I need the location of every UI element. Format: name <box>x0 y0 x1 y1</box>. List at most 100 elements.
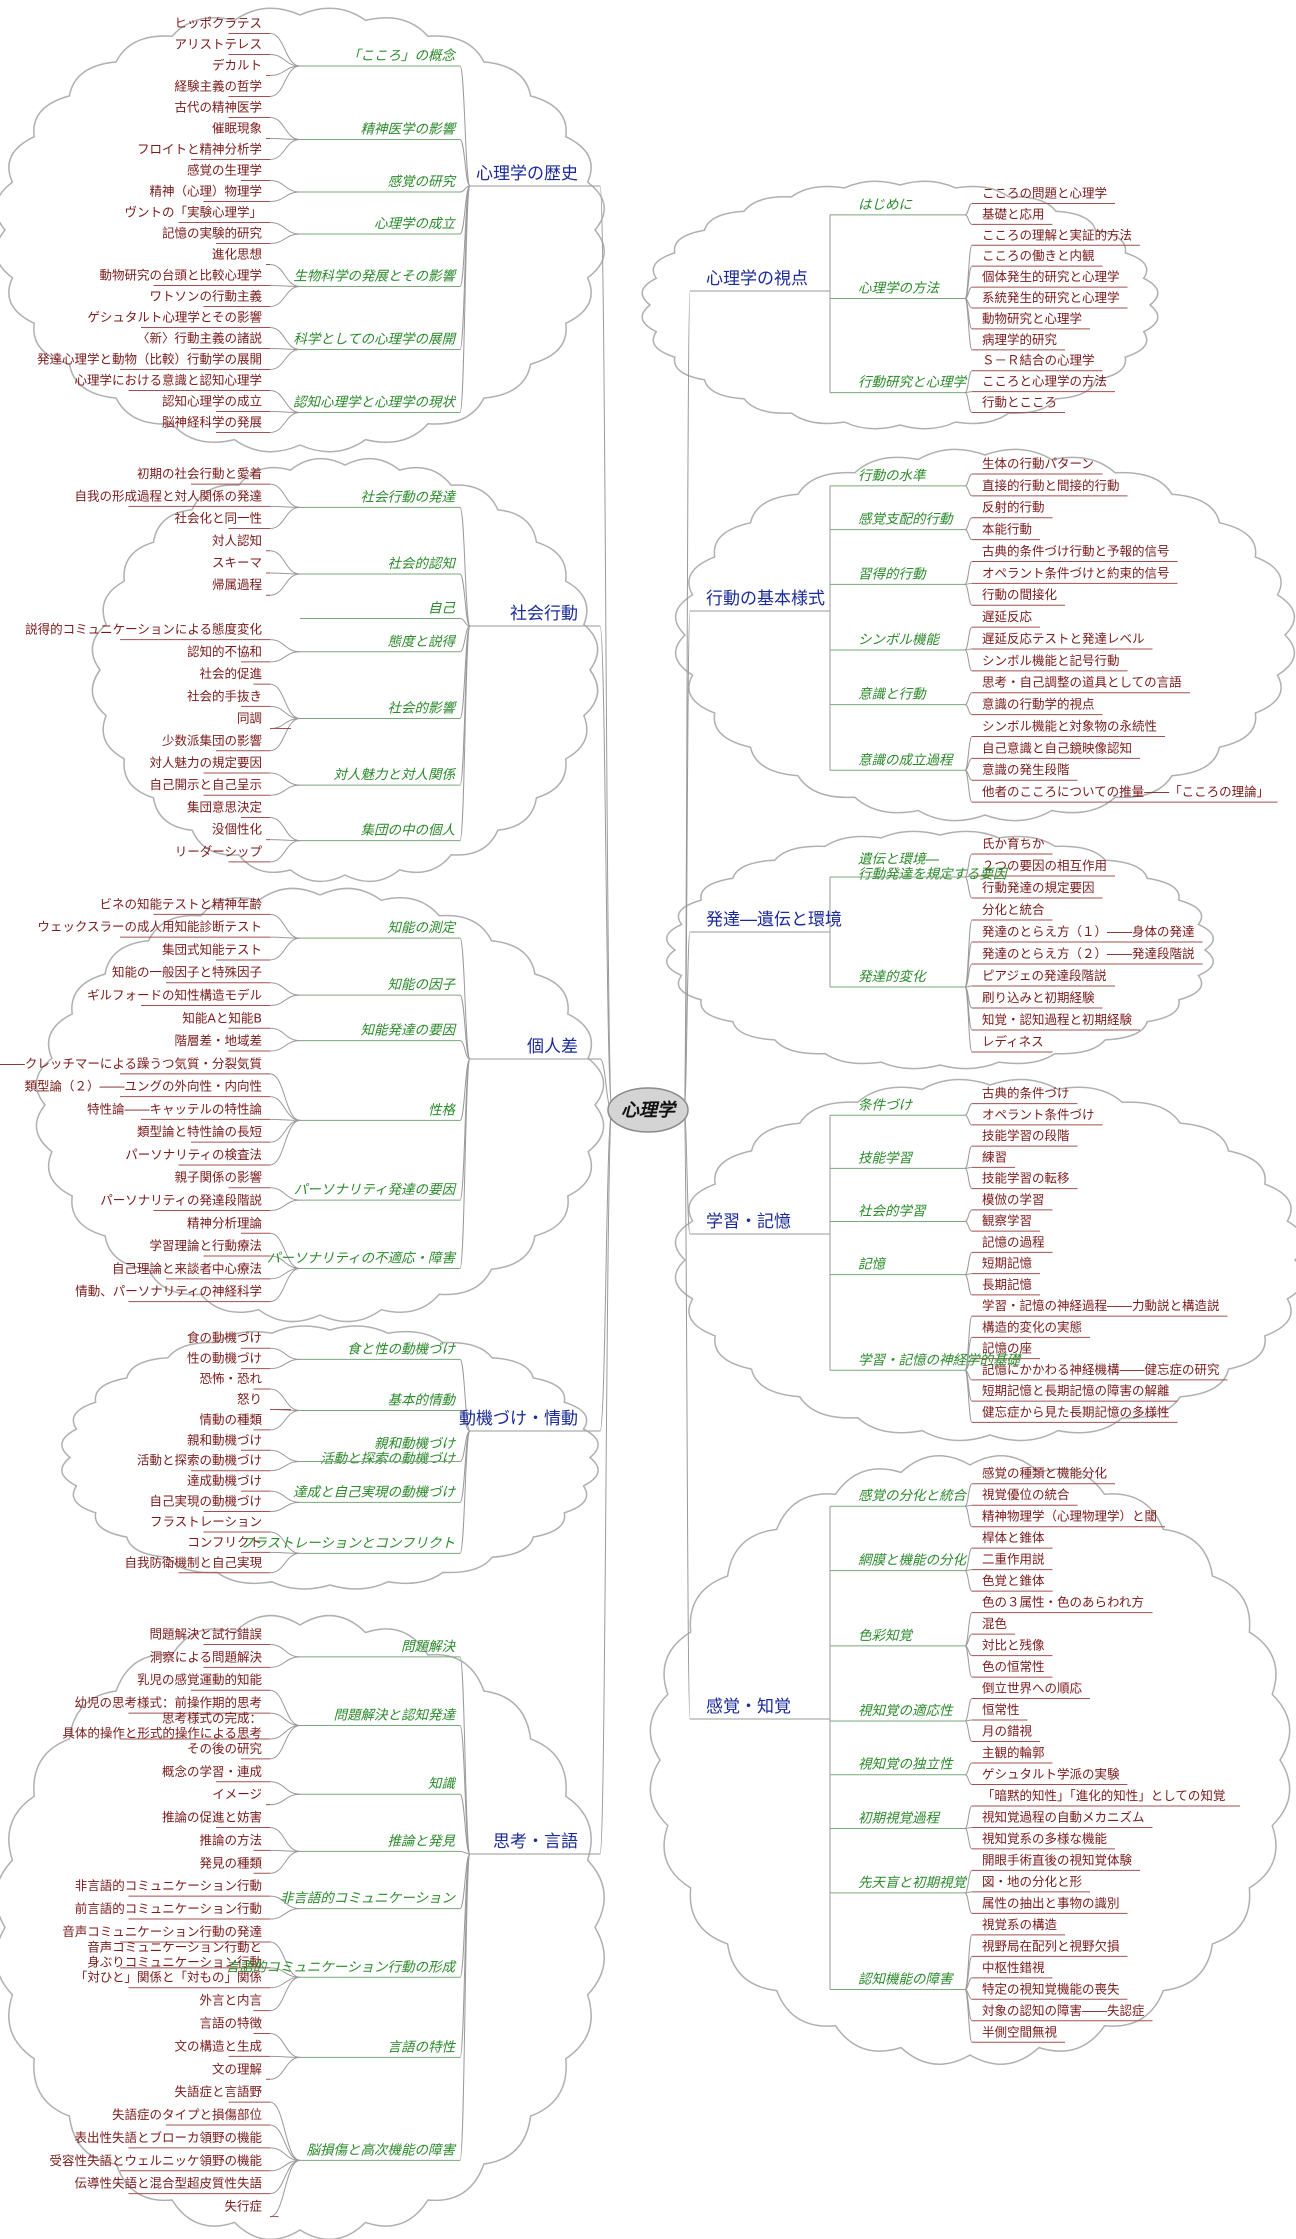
leaf-topic[interactable]: 感覚の生理学 <box>187 163 262 178</box>
leaf-topic[interactable]: 精神（心理）物理学 <box>149 184 262 199</box>
subtopic[interactable]: 精神医学の影響 <box>361 122 458 138</box>
leaf-topic[interactable]: 行動とこころ <box>982 395 1057 410</box>
leaf-topic[interactable]: 認知的不協和 <box>187 644 262 659</box>
leaf-topic[interactable]: 乳児の感覚運動的知能 <box>137 1672 263 1687</box>
leaf-topic[interactable]: レディネス <box>982 1034 1044 1049</box>
subtopic[interactable]: 社会的影響 <box>388 700 458 716</box>
leaf-topic[interactable]: 推論の促進と妨害 <box>162 1810 262 1825</box>
central-topic-bubble[interactable] <box>607 1087 689 1133</box>
leaf-topic[interactable]: 系統発生的研究と心理学 <box>982 290 1120 305</box>
leaf-topic[interactable]: 意識の行動学的視点 <box>982 697 1095 712</box>
leaf-topic-line-1[interactable]: 音声コミュニケーション行動と <box>87 1939 262 1954</box>
leaf-topic[interactable]: 病理学的研究 <box>982 332 1058 347</box>
subtopic[interactable]: はじめに <box>858 197 912 213</box>
subtopic[interactable]: 感覚の分化と統合 <box>858 1488 967 1504</box>
subtopic[interactable]: パーソナリティ発達の要因 <box>294 1182 458 1198</box>
leaf-topic[interactable]: 音声コミュニケーション行動の発達 <box>62 1924 262 1939</box>
leaf-topic[interactable]: 外言と内言 <box>199 1993 262 2008</box>
leaf-topic[interactable]: 古典的条件づけ行動と予報的信号 <box>982 543 1170 558</box>
leaf-topic[interactable]: 脳神経科学の発展 <box>162 415 262 430</box>
leaf-topic[interactable]: リーダーシップ <box>175 844 263 859</box>
subtopic[interactable]: 自己 <box>428 600 455 616</box>
subtopic[interactable]: 心理学の方法 <box>858 281 940 297</box>
leaf-topic[interactable]: 表出性失語とブローカ領野の機能 <box>74 2130 262 2145</box>
subtopic[interactable]: 認知心理学と心理学の現状 <box>293 395 456 411</box>
leaf-topic[interactable]: デカルト <box>212 58 262 73</box>
leaf-topic[interactable]: 社会化と同一性 <box>174 511 262 526</box>
leaf-topic[interactable]: 短期記憶 <box>982 1256 1033 1271</box>
leaf-topic[interactable]: 特性論――キャッテルの特性論 <box>87 1101 263 1116</box>
leaf-topic[interactable]: 自我の形成過程と対人関係の発達 <box>74 488 262 503</box>
leaf-topic[interactable]: 文の理解 <box>212 2061 262 2076</box>
leaf-topic[interactable]: 色の３属性・色のあらわれ方 <box>982 1595 1144 1610</box>
leaf-topic[interactable]: 社会的手抜き <box>187 688 262 703</box>
leaf-topic[interactable]: 遅延反応テストと発達レベル <box>982 631 1145 646</box>
leaf-topic[interactable]: 行動の間接化 <box>982 587 1058 602</box>
leaf-topic[interactable]: ワトソンの行動主義 <box>149 289 262 304</box>
subtopic[interactable]: 非言語的コミュニケーション <box>280 1891 457 1907</box>
leaf-topic[interactable]: 自己開示と自己呈示 <box>149 777 262 792</box>
leaf-topic[interactable]: 属性の抽出と事物の識別 <box>982 1895 1120 1910</box>
leaf-topic[interactable]: 親子関係の影響 <box>174 1170 262 1185</box>
subtopic-line-1[interactable]: 遺伝と環境― <box>858 852 939 868</box>
main-topic[interactable]: 行動の基本様式 <box>706 589 825 609</box>
leaf-topic[interactable]: 没個性化 <box>212 822 263 837</box>
subtopic[interactable]: 初期視覚過程 <box>858 1810 940 1826</box>
leaf-topic[interactable]: 発達心理学と動物（比較）行動学の展開 <box>37 352 262 367</box>
leaf-topic[interactable]: 本能行動 <box>982 522 1032 537</box>
leaf-topic[interactable]: パーソナリティの発達段階説 <box>100 1193 262 1208</box>
leaf-topic[interactable]: 記憶の実験的研究 <box>162 226 263 241</box>
leaf-topic[interactable]: 少数派集団の影響 <box>162 733 262 748</box>
leaf-topic[interactable]: 色覚と錐体 <box>982 1573 1045 1588</box>
subtopic[interactable]: パーソナリティの不適応・障害 <box>267 1250 457 1266</box>
leaf-topic[interactable]: 失語症と言語野 <box>174 2084 262 2099</box>
leaf-topic[interactable]: 推論の方法 <box>199 1832 262 1847</box>
subtopic[interactable]: 視知覚の独立性 <box>858 1757 954 1773</box>
subtopic[interactable]: 言語的コミュニケーション行動の形成 <box>226 1959 458 1975</box>
leaf-topic[interactable]: 短期記憶と長期記憶の障害の解離 <box>982 1383 1170 1398</box>
leaf-topic[interactable]: 記憶の座 <box>982 1341 1032 1356</box>
leaf-topic[interactable]: 認知心理学の成立 <box>162 394 262 409</box>
subtopic[interactable]: 知能の因子 <box>388 977 457 993</box>
leaf-topic[interactable]: 催眠現象 <box>212 121 262 136</box>
leaf-topic[interactable]: 知覚・認知過程と初期経験 <box>982 1012 1133 1027</box>
subtopic[interactable]: 心理学の成立 <box>374 216 456 232</box>
leaf-topic[interactable]: 視覚優位の統合 <box>982 1487 1070 1502</box>
subtopic[interactable]: 意識と行動 <box>858 687 927 703</box>
leaf-topic[interactable]: 伝導性失語と混合型超皮質性失語 <box>74 2176 262 2191</box>
leaf-topic[interactable]: シンボル機能と記号行動 <box>982 653 1120 668</box>
subtopic[interactable]: 社会的学習 <box>858 1204 927 1220</box>
subtopic[interactable]: 行動研究と心理学 <box>858 375 967 391</box>
leaf-topic[interactable]: 同調 <box>237 711 262 726</box>
leaf-topic[interactable]: 生体の行動パターン <box>982 456 1094 471</box>
main-topic[interactable]: 心理学の歴史 <box>476 164 578 184</box>
leaf-topic[interactable]: 対人認知 <box>212 533 262 548</box>
leaf-topic[interactable]: 類型論（２）――ユングの外向性・内向性 <box>24 1079 262 1094</box>
subtopic[interactable]: 学習・記憶の神経学的基礎 <box>858 1352 1022 1368</box>
subtopic[interactable]: 習得的行動 <box>858 566 927 582</box>
leaf-topic[interactable]: アリストテレス <box>174 37 262 52</box>
leaf-topic[interactable]: パーソナリティの検査法 <box>125 1147 262 1162</box>
main-topic[interactable]: 個人差 <box>527 1037 578 1057</box>
subtopic[interactable]: 知能発達の要因 <box>361 1023 458 1039</box>
main-topic[interactable]: 思考・言語 <box>493 1832 578 1852</box>
leaf-topic[interactable]: 視知覚系の多様な機能 <box>982 1831 1108 1846</box>
subtopic[interactable]: 達成と自己実現の動機づけ <box>293 1484 456 1500</box>
leaf-topic[interactable]: 主観的輪郭 <box>982 1745 1045 1760</box>
leaf-topic[interactable]: 〈新〉行動主義の諸説 <box>137 331 262 346</box>
leaf-topic[interactable]: 食の動機づけ <box>187 1330 262 1345</box>
leaf-topic[interactable]: 半側空間無視 <box>982 2024 1058 2039</box>
main-topic[interactable]: 心理学の視点 <box>706 269 808 289</box>
leaf-topic[interactable]: 分化と統合 <box>982 902 1045 917</box>
leaf-topic[interactable]: 精神分析理論 <box>187 1215 263 1230</box>
leaf-topic[interactable]: 二重作用説 <box>982 1552 1045 1567</box>
leaf-topic[interactable]: 問題解決と試行錯誤 <box>149 1626 262 1641</box>
subtopic[interactable]: 先天盲と初期視覚 <box>858 1875 967 1891</box>
leaf-topic[interactable]: イメージ <box>212 1787 262 1802</box>
leaf-topic[interactable]: 活動と探索の動機づけ <box>137 1453 262 1468</box>
subtopic[interactable]: 基本的情動 <box>388 1392 457 1408</box>
leaf-topic[interactable]: 倒立世界への順応 <box>982 1681 1083 1696</box>
leaf-topic[interactable]: 個体発生的研究と心理学 <box>982 269 1120 284</box>
leaf-topic[interactable]: 経験主義の哲学 <box>174 79 262 94</box>
leaf-topic[interactable]: 心理学における意識と認知心理学 <box>74 373 262 388</box>
